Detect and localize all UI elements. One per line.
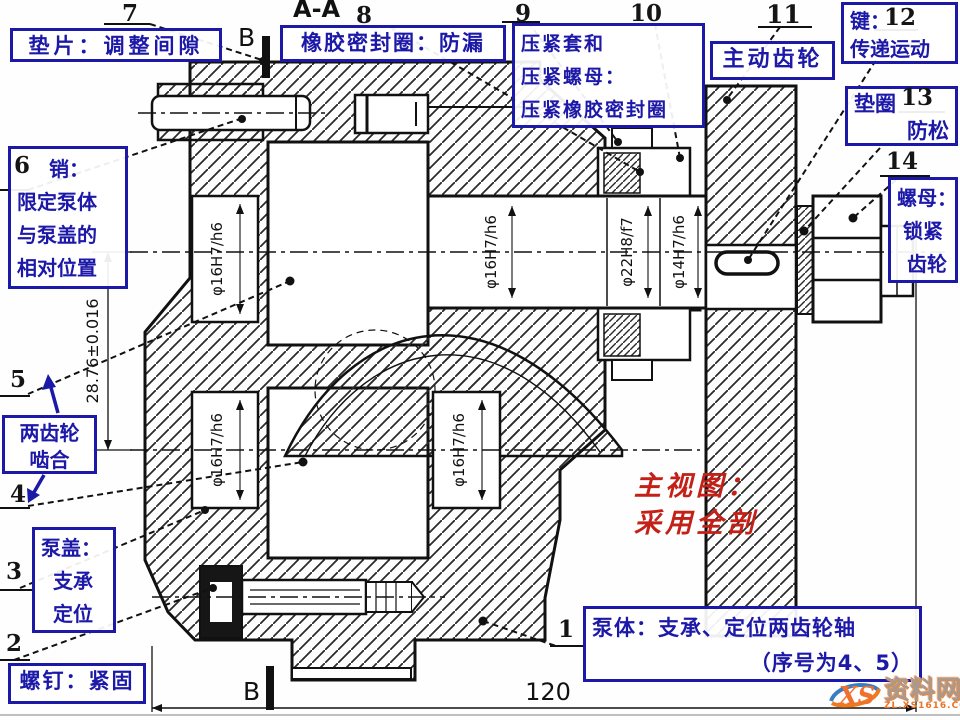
dimension-overall-width: 120 xyxy=(0,228,960,716)
callout-pin-line1: 销： xyxy=(49,157,89,181)
callout-packing: 压紧套和 压紧螺母： 压紧橡胶密封圈 xyxy=(512,23,705,128)
callout-pump-cover-line2: 支承 xyxy=(53,569,93,593)
part-number-2: 2 xyxy=(6,630,23,657)
centerlines xyxy=(130,112,945,598)
callout-pump-cover-line3: 定位 xyxy=(53,602,93,626)
part-number-10: 10 xyxy=(630,0,663,27)
callout-pump-body-line1: 泵体：支承、定位两齿轮轴 xyxy=(592,616,856,640)
callout-washer-line2: 防松 xyxy=(907,119,949,143)
part-number-8: 8 xyxy=(356,2,373,29)
part-number-12: 12 xyxy=(884,4,917,31)
callout-shim: 垫片：调整间隙 xyxy=(10,28,222,62)
part-number-3: 3 xyxy=(6,558,23,585)
section-view-label: A-A xyxy=(293,0,341,23)
gear-mesh-arrows xyxy=(27,374,60,503)
callout-packing-line3: 压紧橡胶密封圈 xyxy=(521,99,669,121)
section-mark-b-top: B xyxy=(238,23,255,52)
section-marks: A-A B B xyxy=(238,0,341,710)
callout-packing-line1: 压紧套和 xyxy=(521,33,606,55)
overall-width-value: 120 xyxy=(525,678,571,706)
watermark-site-name: 资料网 xyxy=(884,675,960,704)
callout-pin-line3: 与泵盖的 xyxy=(17,223,97,247)
part-number-14: 14 xyxy=(886,148,919,175)
view-note-line2: 采用全剖 xyxy=(634,508,758,539)
callout-pin-line4: 相对位置 xyxy=(17,256,97,280)
callout-pin: 销： 限定泵体 与泵盖的 相对位置 xyxy=(8,146,128,289)
part-number-11: 11 xyxy=(766,0,801,29)
foot-plate xyxy=(291,667,412,680)
part-number-5: 5 xyxy=(10,366,27,393)
part-number-4: 4 xyxy=(10,481,27,508)
part-number-1: 1 xyxy=(558,616,575,643)
fit-label-bearing-ul: φ16H7/h6 xyxy=(208,222,226,296)
callout-pin-line2: 限定泵体 xyxy=(17,190,97,214)
callout-nut-line3: 齿轮 xyxy=(907,252,947,276)
callout-gear-mesh: 两齿轮 啮合 xyxy=(2,415,97,474)
callout-nut-line2: 锁紧 xyxy=(903,219,943,243)
callout-screw-text: 螺钉：紧固 xyxy=(19,669,135,693)
watermark-logo-icon: XS xyxy=(829,681,881,710)
callout-nut: 螺母： 锁紧 齿轮 xyxy=(888,177,958,283)
view-note: 主视图： 采用全剖 xyxy=(634,468,758,542)
callout-screw: 螺钉：紧固 xyxy=(8,663,146,704)
callout-key-line1: 键： xyxy=(850,9,890,33)
center-distance-value: 28.76±0.016 xyxy=(83,298,102,403)
driving-gear xyxy=(704,84,798,638)
view-note-line1: 主视图： xyxy=(634,471,758,502)
cover-screw-hole xyxy=(353,93,430,135)
callout-pump-cover-line1: 泵盖： xyxy=(41,536,101,560)
part-number-9: 9 xyxy=(515,0,532,27)
washer-and-lock-nut xyxy=(796,194,915,324)
callout-rubber-seal-text: 橡胶密封圈：防漏 xyxy=(301,31,485,55)
callout-nut-line1: 螺母： xyxy=(897,186,957,210)
watermark-site-url: ZL.XS1616.COM xyxy=(884,701,960,711)
bearing-bushings: φ16H7/h6 φ16H7/h6 φ16H7/h6 xyxy=(190,194,502,510)
section-mark-b-bottom: B xyxy=(243,677,260,706)
part-number-6: 6 xyxy=(14,152,31,179)
callout-key-line2: 传递运动 xyxy=(850,37,930,61)
callout-packing-line2: 压紧螺母： xyxy=(521,66,627,88)
part-number-13: 13 xyxy=(901,84,934,111)
callout-gear-mesh-line1: 两齿轮 xyxy=(19,421,80,445)
callout-shim-text: 垫片：调整间隙 xyxy=(28,34,204,58)
watermark: XS 资料网 ZL.XS1616.COM xyxy=(826,674,960,716)
packing-gland xyxy=(596,127,692,381)
callout-rubber-seal: 橡胶密封圈：防漏 xyxy=(280,25,506,62)
callout-key: 键： 传递运动 xyxy=(841,2,958,64)
watermark-logo-text: XS xyxy=(837,681,875,710)
callout-driving-gear-text: 主动齿轮 xyxy=(722,47,823,72)
callout-pump-cover: 泵盖： 支承 定位 xyxy=(32,527,116,633)
part-number-7: 7 xyxy=(122,0,139,27)
callout-driving-gear: 主动齿轮 xyxy=(710,41,835,80)
callout-gear-mesh-line2: 啮合 xyxy=(29,448,70,472)
callout-pump-body-line2: （序号为4、5） xyxy=(749,651,913,675)
callout-washer: 垫圈 防松 xyxy=(845,86,958,146)
callout-washer-line1: 垫圈 xyxy=(854,92,896,116)
leader-dots xyxy=(201,57,858,626)
locating-pin xyxy=(150,82,312,142)
callout-pump-body: 泵体：支承、定位两齿轮轴 （序号为4、5） xyxy=(583,606,922,682)
